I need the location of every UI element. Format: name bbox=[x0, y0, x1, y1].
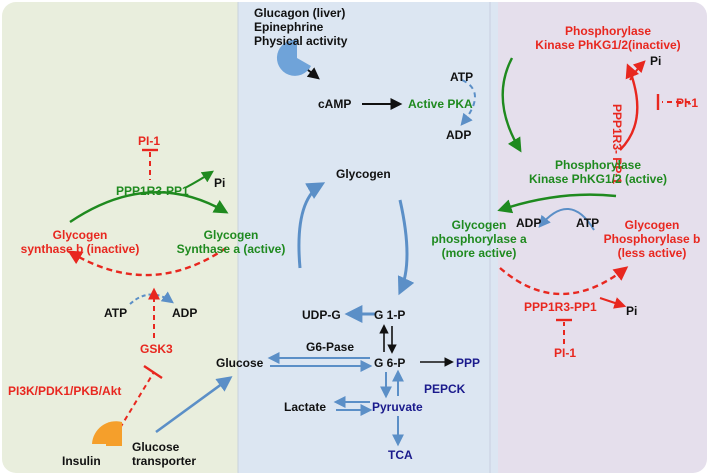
label-pi3k: PI3K/PDK1/PKB/Akt bbox=[8, 384, 122, 398]
label-physical-activity: Physical activity bbox=[254, 34, 348, 48]
label-phk-inactive-1: Phosphorylase bbox=[564, 24, 652, 38]
label-pka-atp: ATP bbox=[450, 70, 474, 84]
label-gp-a-3: (more active) bbox=[441, 246, 517, 260]
label-camp: cAMP bbox=[318, 97, 352, 111]
label-active-pka: Active PKA bbox=[408, 97, 473, 111]
glucagon-receptor-icon bbox=[276, 39, 311, 76]
label-left-atp: ATP bbox=[104, 306, 128, 320]
label-left-ppp1r3: PPP1R3-PP1 bbox=[116, 184, 189, 198]
label-gp-a-2: phosphorylase a bbox=[431, 232, 527, 246]
label-right-pi-bottom: Pi bbox=[626, 304, 638, 318]
label-right-pi1-bottom: PI-1 bbox=[554, 346, 577, 360]
label-glucose: Glucose bbox=[216, 356, 264, 370]
label-right-pi1-top: PI-1 bbox=[676, 96, 699, 110]
label-ppp: PPP bbox=[456, 356, 481, 370]
right-panel bbox=[490, 2, 707, 473]
label-left-adp: ADP bbox=[172, 306, 198, 320]
label-gs-a-2: Synthase a (active) bbox=[176, 242, 286, 256]
label-gp-b-1: Glycogen bbox=[624, 218, 680, 232]
label-transporter-1: Glucose bbox=[132, 440, 180, 454]
label-insulin: Insulin bbox=[62, 454, 101, 468]
label-left-pi: Pi bbox=[214, 176, 226, 190]
label-ppp1r3-bottom: PPP1R3-PP1 bbox=[524, 300, 597, 314]
label-gp-b-3: (less active) bbox=[617, 246, 687, 260]
label-g6p: G 6-P bbox=[374, 356, 406, 370]
label-pepck: PEPCK bbox=[424, 382, 466, 396]
label-g1p: G 1-P bbox=[374, 308, 406, 322]
label-right-pi-top: Pi bbox=[650, 54, 662, 68]
label-right-atp: ATP bbox=[576, 216, 600, 230]
label-epinephrine: Epinephrine bbox=[254, 20, 324, 34]
label-g6pase: G6-Pase bbox=[306, 340, 355, 354]
label-gs-b-2: synthase b (inactive) bbox=[20, 242, 140, 256]
label-gp-a-1: Glycogen bbox=[451, 218, 507, 232]
label-glycogen: Glycogen bbox=[336, 167, 391, 181]
label-left-pi1: PI-1 bbox=[138, 134, 161, 148]
label-phk-active-1: Phosphorylase bbox=[554, 158, 642, 172]
label-pka-adp: ADP bbox=[446, 128, 472, 142]
label-phk-active-2: Kinase PhKG1/2 (active) bbox=[528, 172, 668, 186]
label-glucagon: Glucagon (liver) bbox=[254, 6, 346, 20]
label-gs-a-1: Glycogen bbox=[203, 228, 259, 242]
label-pyruvate: Pyruvate bbox=[372, 400, 423, 414]
label-phk-inactive-2: Kinase PhKG1/2(inactive) bbox=[535, 38, 681, 52]
label-udpg: UDP-G bbox=[302, 308, 341, 322]
label-transporter-2: transporter bbox=[132, 454, 197, 468]
label-tca: TCA bbox=[388, 448, 413, 462]
label-gsk3: GSK3 bbox=[140, 342, 173, 356]
left-panel bbox=[2, 2, 250, 473]
label-lactate: Lactate bbox=[284, 400, 327, 414]
label-gp-b-2: Phosphorylase b bbox=[603, 232, 701, 246]
label-right-adp: ADP bbox=[516, 216, 542, 230]
label-gs-b-1: Glycogen bbox=[52, 228, 108, 242]
